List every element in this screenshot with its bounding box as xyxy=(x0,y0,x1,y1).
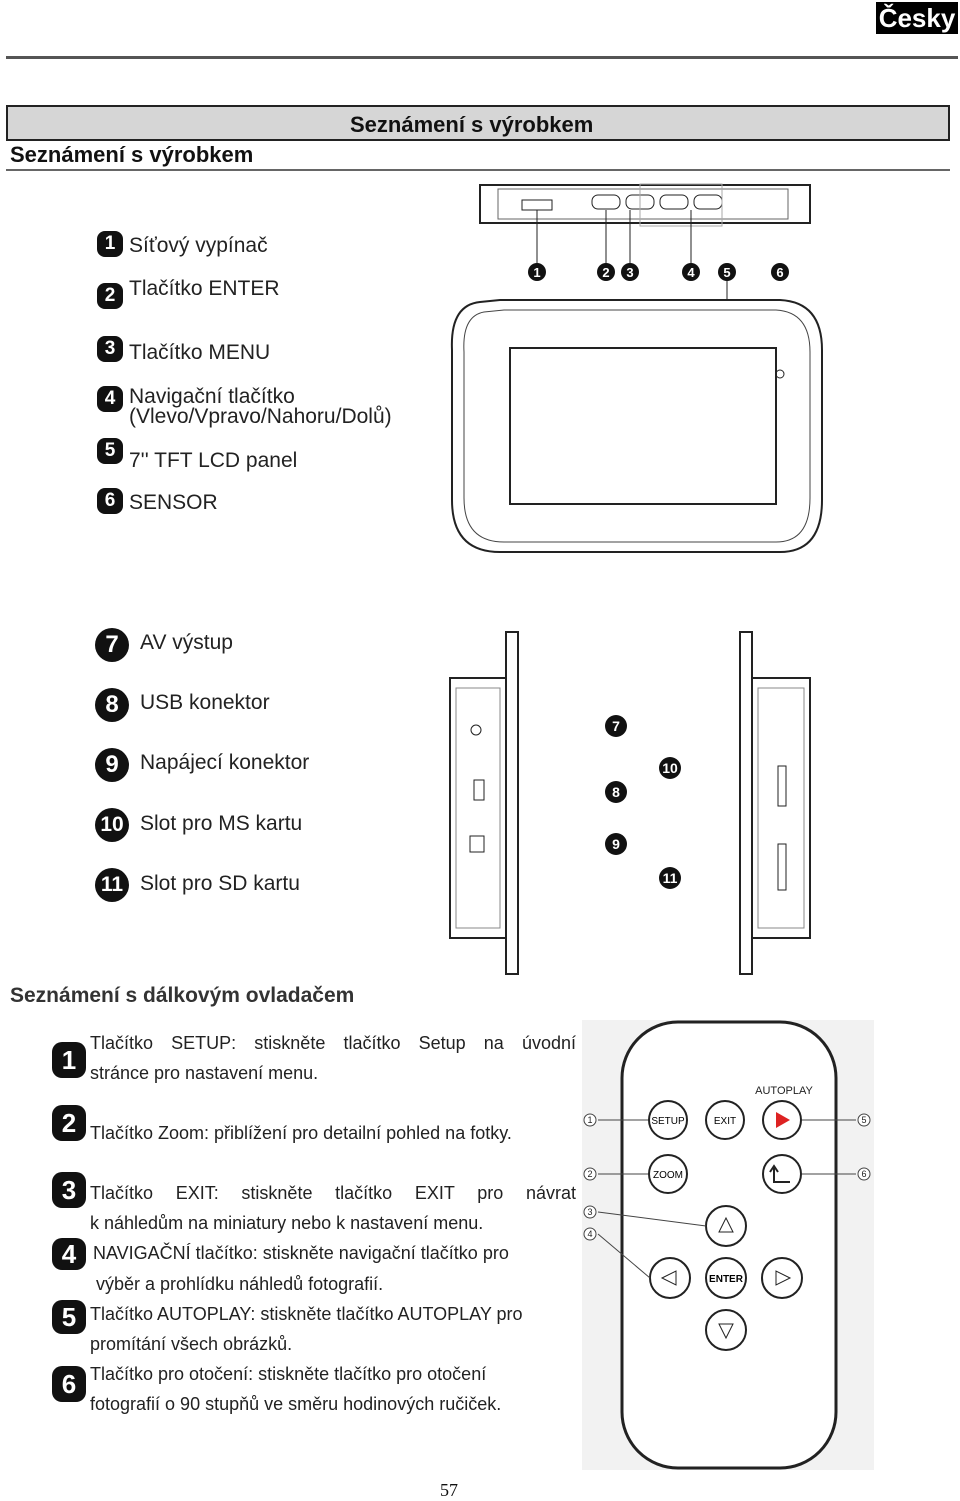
number-badge: 2 xyxy=(97,283,123,309)
number-badge: 4 xyxy=(97,386,123,412)
number-badge: 7 xyxy=(95,628,129,662)
remote-item-text: Tlačítko EXIT: stiskněte tlačítko EXIT p… xyxy=(90,1183,576,1203)
svg-text:4: 4 xyxy=(687,265,695,280)
front-item-label: Navigační tlačítko xyxy=(129,385,295,408)
remote-section-title: Seznámení s dálkovým ovladačem xyxy=(10,984,355,1007)
down-arrow-icon xyxy=(718,1323,734,1340)
remote-item-text: promítání všech obrázků. xyxy=(90,1334,293,1354)
number-badge: 6 xyxy=(52,1366,86,1402)
svg-text:2: 2 xyxy=(587,1169,592,1179)
header-title-right: Seznámení s výrobkem xyxy=(350,112,594,137)
remote-item-text: Tlačítko Zoom: přiblížení pro detailní p… xyxy=(90,1123,512,1143)
svg-text:11: 11 xyxy=(663,870,678,886)
remote-item-text: Tlačítko pro otočení: stiskněte tlačítko… xyxy=(90,1364,487,1384)
svg-text:4: 4 xyxy=(587,1229,592,1239)
zoom-button-label: ZOOM xyxy=(653,1170,683,1181)
number-badge: 5 xyxy=(97,438,123,464)
side-item-label: Napájecí konektor xyxy=(140,751,310,774)
svg-text:8: 8 xyxy=(612,784,620,800)
enter-button-label: ENTER xyxy=(709,1274,744,1285)
number-badge: 6 xyxy=(97,488,123,514)
remote-item-text: stránce pro nastavení menu. xyxy=(90,1063,319,1083)
autoplay-label: AUTOPLAY xyxy=(755,1085,813,1097)
remote-item-text: NAVIGAČNÍ tlačítko: stiskněte navigační … xyxy=(93,1243,509,1263)
frame-side-illustration: 7 8 9 10 11 xyxy=(449,631,811,975)
front-item-label: Tlačítko MENU xyxy=(129,341,271,364)
play-icon xyxy=(776,1112,790,1128)
header-title-left: Seznámení s výrobkem xyxy=(10,142,254,167)
svg-text:2: 2 xyxy=(602,265,609,280)
remote-item-text: Tlačítko SETUP: stiskněte tlačítko Setup… xyxy=(90,1033,576,1053)
side-item-label: Slot pro SD kartu xyxy=(140,872,300,895)
svg-text:7: 7 xyxy=(612,718,620,734)
number-badge: 3 xyxy=(52,1172,86,1208)
svg-text:3: 3 xyxy=(587,1207,592,1217)
number-badge: 3 xyxy=(97,336,123,362)
remote-item-text: fotografií o 90 stupňů ve směru hodinový… xyxy=(90,1394,502,1414)
svg-text:9: 9 xyxy=(612,836,620,852)
remote-control-illustration: AUTOPLAY SETUP EXIT ZOOM ENTER 1 5 2 6 3… xyxy=(582,1020,874,1470)
rotate-icon xyxy=(769,1164,790,1183)
svg-text:10: 10 xyxy=(662,760,678,776)
header-rule xyxy=(6,169,950,171)
svg-text:6: 6 xyxy=(776,265,783,280)
number-badge: 1 xyxy=(52,1042,86,1078)
front-item-sublabel: (Vlevo/Vpravo/Nahoru/Dolů) xyxy=(129,405,392,428)
svg-text:3: 3 xyxy=(626,265,633,280)
right-arrow-icon xyxy=(775,1270,792,1286)
setup-button-label: SETUP xyxy=(651,1116,685,1127)
number-badge: 1 xyxy=(97,231,123,257)
page-number: 57 xyxy=(440,1480,458,1500)
language-label: Česky xyxy=(876,2,958,34)
side-item-label: Slot pro MS kartu xyxy=(140,812,303,835)
remote-item-text: k náhledům na miniatury nebo k nastavení… xyxy=(90,1213,484,1233)
side-item-label: USB konektor xyxy=(140,691,270,714)
front-item-label: Síťový vypínač xyxy=(129,234,268,257)
side-item-label: AV výstup xyxy=(140,631,233,654)
top-rule xyxy=(6,56,958,59)
svg-text:6: 6 xyxy=(861,1169,866,1179)
number-badge: 5 xyxy=(52,1300,86,1334)
svg-text:1: 1 xyxy=(533,265,540,280)
number-badge: 11 xyxy=(95,868,129,902)
number-badge: 4 xyxy=(52,1238,86,1270)
front-item-label: SENSOR xyxy=(129,491,218,514)
number-badge: 9 xyxy=(95,748,129,782)
frame-front-illustration: 1 2 3 4 5 6 xyxy=(450,183,823,553)
front-item-label: 7'' TFT LCD panel xyxy=(129,449,298,472)
number-badge: 2 xyxy=(52,1105,86,1141)
number-badge: 8 xyxy=(95,688,129,722)
left-arrow-icon xyxy=(660,1270,677,1286)
number-badge: 10 xyxy=(95,808,129,842)
up-arrow-icon xyxy=(718,1216,734,1233)
front-item-label: Tlačítko ENTER xyxy=(129,277,280,300)
remote-item-text: Tlačítko AUTOPLAY: stiskněte tlačítko AU… xyxy=(90,1304,523,1324)
svg-text:5: 5 xyxy=(723,265,730,280)
svg-text:5: 5 xyxy=(861,1115,866,1125)
header-bar xyxy=(6,105,950,141)
exit-button-label: EXIT xyxy=(714,1116,736,1127)
remote-item-text: výběr a prohlídku náhledů fotografií. xyxy=(96,1274,384,1294)
svg-text:1: 1 xyxy=(587,1115,592,1125)
